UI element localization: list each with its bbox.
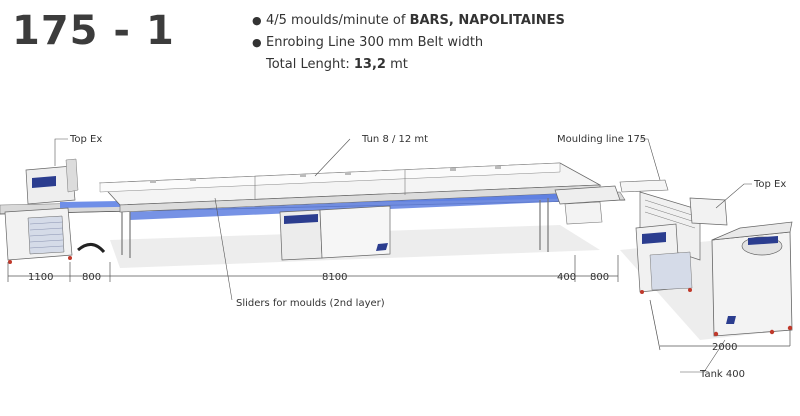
spec-length-value: 13,2	[353, 57, 386, 72]
label-top-ex-left: Top Ex	[69, 134, 102, 145]
dimension-400: 400	[557, 272, 576, 283]
spec-length-unit: mt	[385, 57, 408, 72]
label-tank: Tank 400	[699, 369, 745, 380]
callout-lines	[54, 138, 752, 373]
dimension-2000: 2000	[712, 342, 737, 353]
page-title: 175 - 1	[12, 8, 175, 54]
spec-enrobing: ● Enrobing Line 300 mm Belt width	[252, 32, 565, 54]
spec-length-label: Total Lenght:	[266, 57, 354, 72]
tank-400	[711, 221, 793, 337]
spec-enrobing-text: Enrobing Line 300 mm Belt width	[266, 35, 484, 50]
dimension-lines	[7, 255, 791, 351]
spec-capacity-text: 4/5 moulds/minute of	[266, 13, 410, 28]
dimension-800-right: 800	[590, 272, 609, 283]
bullet-icon: ●	[252, 36, 262, 49]
spec-total-length: Total Lenght: 13,2 mt	[252, 54, 565, 76]
spec-capacity: ● 4/5 moulds/minute of BARS, NAPOLITAINES	[252, 10, 565, 32]
top-ex-right-machine	[635, 197, 728, 294]
spec-list: ● 4/5 moulds/minute of BARS, NAPOLITAINES…	[252, 10, 565, 76]
dimension-1100: 1100	[28, 272, 53, 283]
spec-capacity-products: BARS, NAPOLITAINES	[409, 13, 565, 28]
top-ex-left-machine	[4, 158, 106, 264]
dimension-800-left: 800	[82, 272, 101, 283]
label-top-ex-right: Top Ex	[753, 179, 786, 190]
bullet-icon: ●	[252, 14, 262, 27]
cooling-tunnel	[99, 162, 602, 261]
label-tunnel: Tun 8 / 12 mt	[361, 134, 428, 145]
dimension-8100: 8100	[322, 272, 347, 283]
label-moulding-line: Moulding line 175	[557, 134, 646, 145]
label-sliders: Sliders for moulds (2nd layer)	[236, 298, 385, 309]
